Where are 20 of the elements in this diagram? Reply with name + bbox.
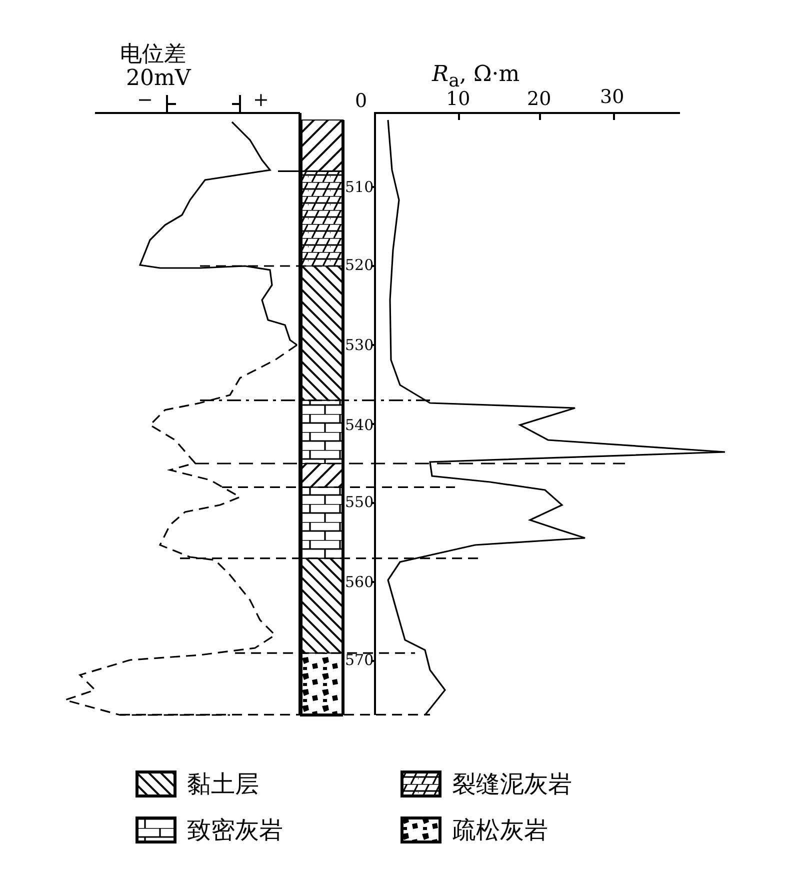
scale-label: 20mV <box>126 68 191 90</box>
depth-label: 560 <box>345 575 374 590</box>
tick-label: 10 <box>446 90 470 109</box>
depth-label: 520 <box>345 258 374 273</box>
legend-label: 致密灰岩 <box>187 818 283 842</box>
sign-label: − <box>137 91 153 110</box>
legend-label: 疏松灰岩 <box>452 818 548 842</box>
tick-label: 20 <box>527 90 552 109</box>
depth-label: 550 <box>345 495 374 510</box>
sign-label: + <box>253 91 269 110</box>
axis-title: 电位差 <box>120 44 186 66</box>
depth-label: 530 <box>345 338 374 353</box>
tick-label: 0 <box>355 92 368 111</box>
legend-label: 裂缝泥灰岩 <box>452 772 572 796</box>
legend-label: 黏土层 <box>187 772 259 796</box>
axis-title: R$_{a}$, Ω·m <box>432 64 520 91</box>
depth-label: 570 <box>345 653 374 668</box>
depth-label: 540 <box>345 418 374 433</box>
depth-label: 510 <box>345 180 374 195</box>
tick-label: 30 <box>600 88 624 107</box>
